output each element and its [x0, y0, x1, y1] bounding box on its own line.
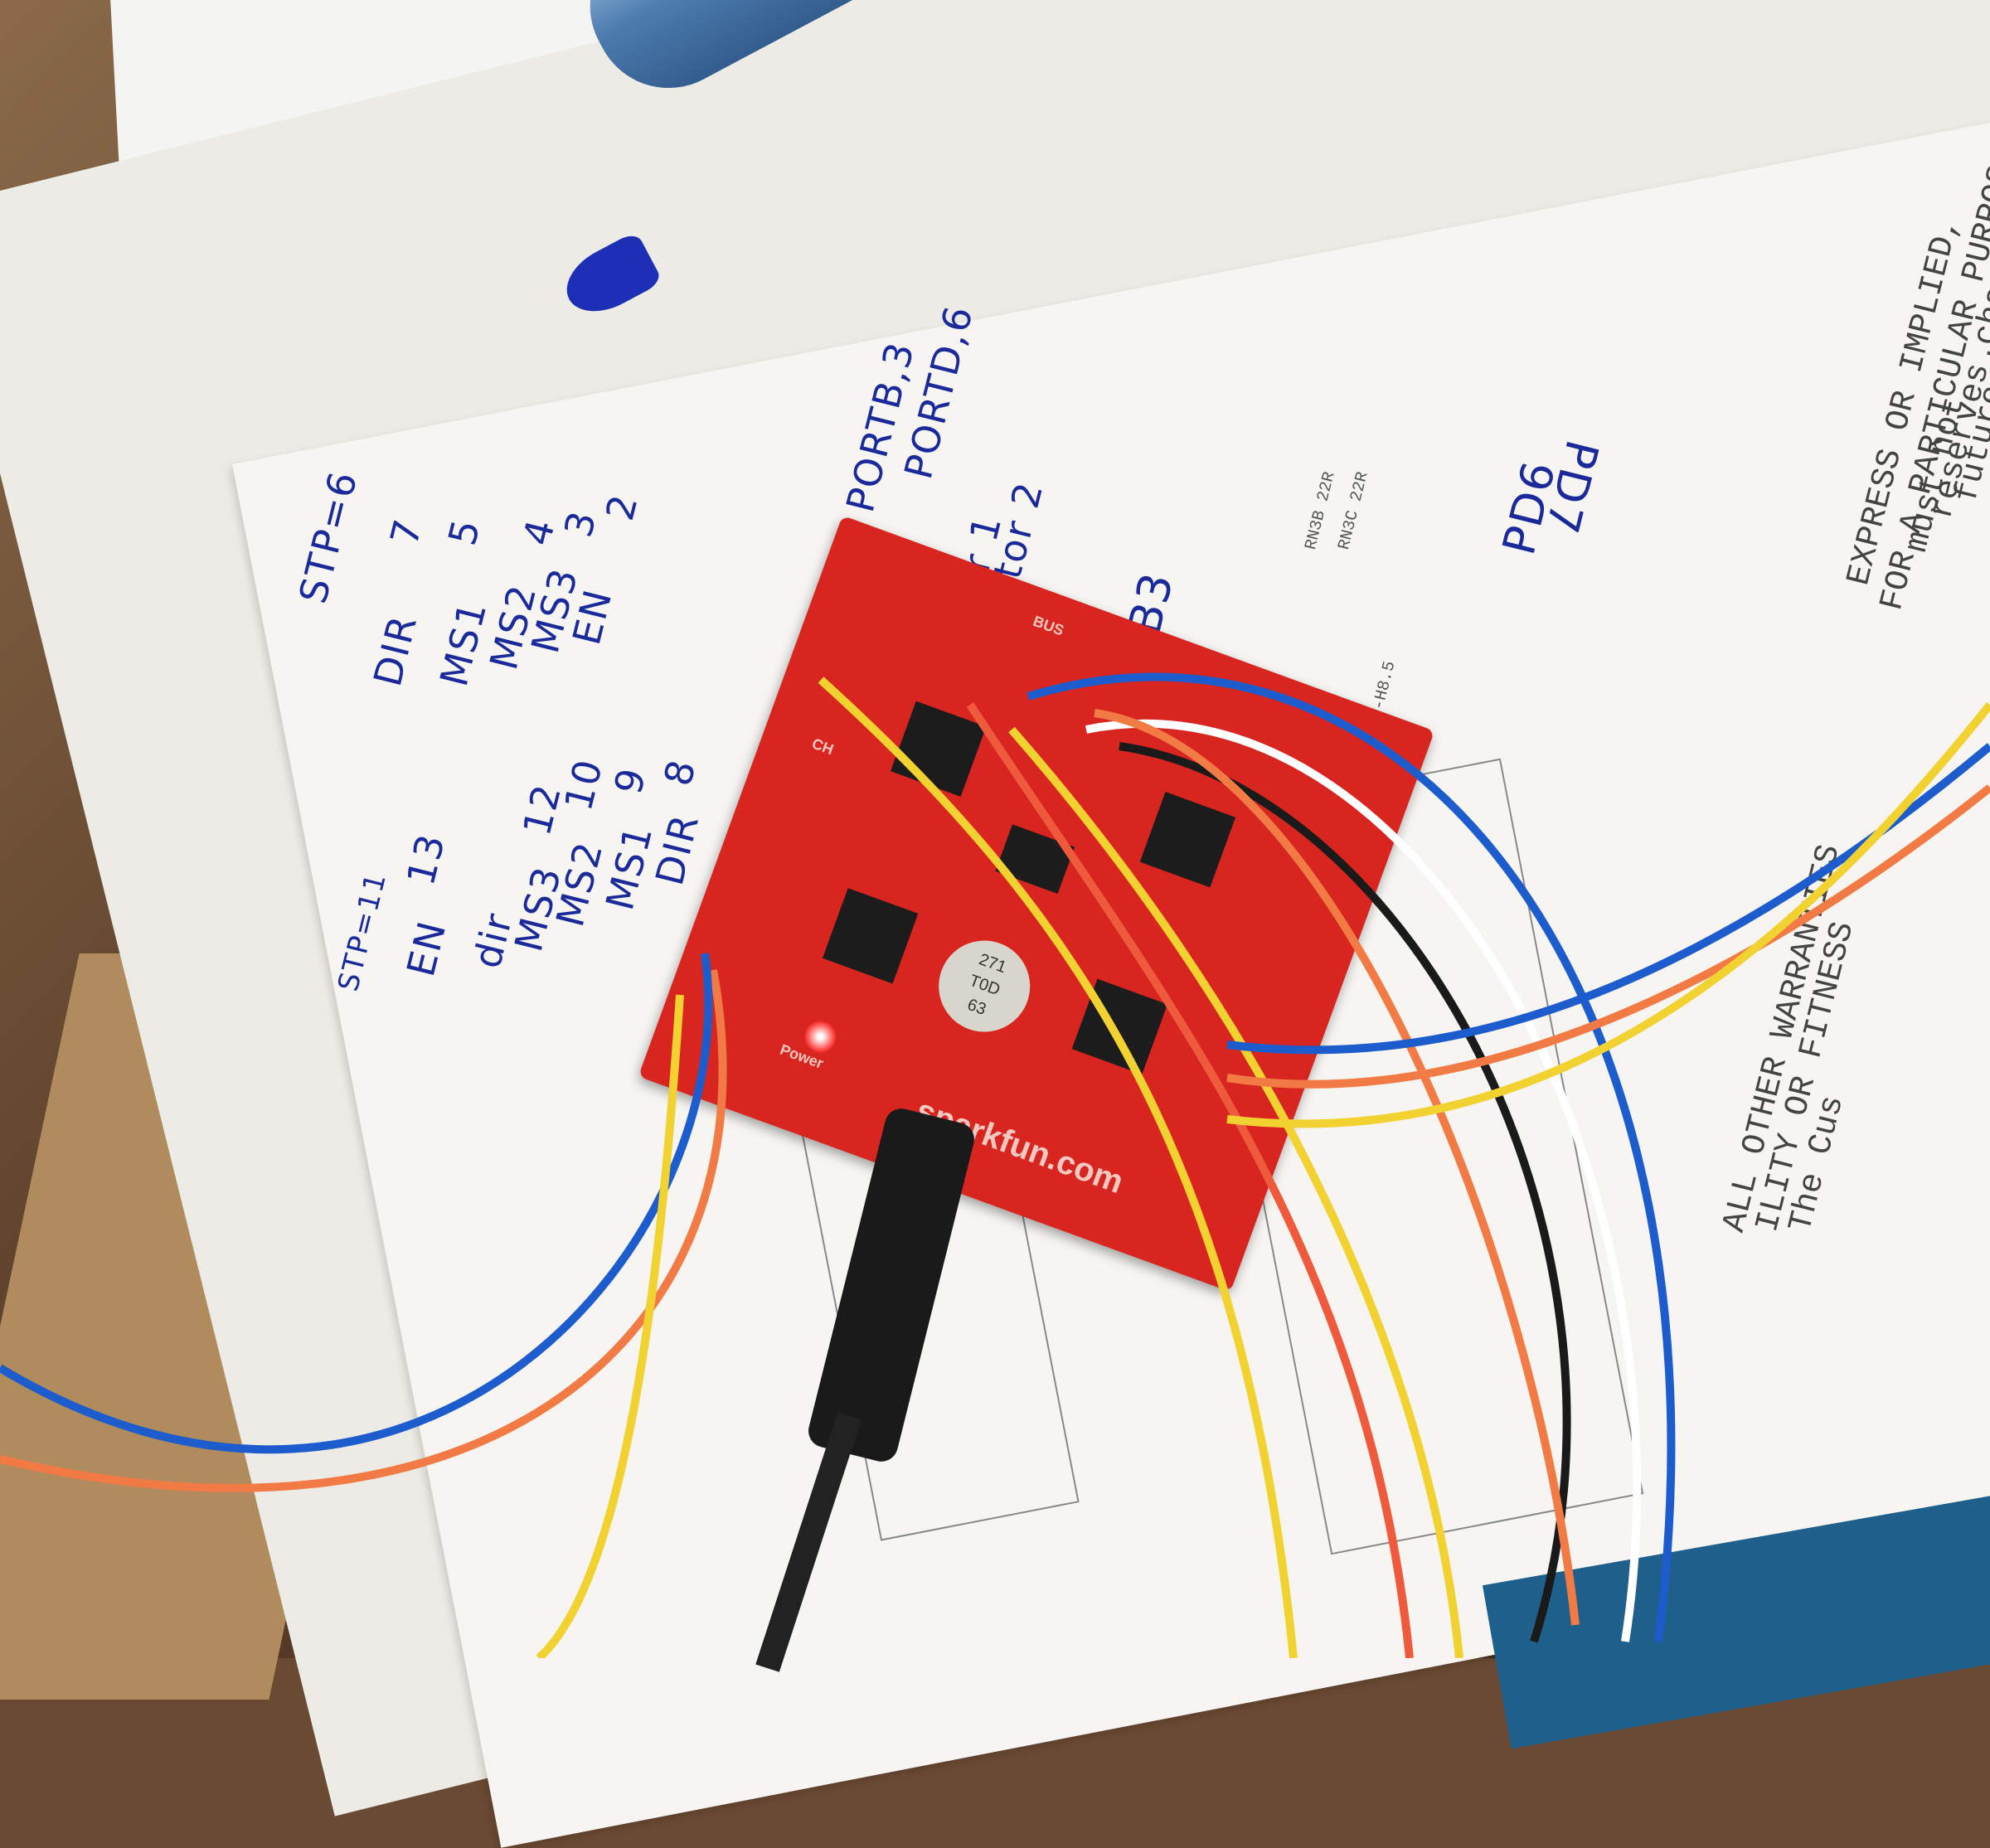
jumper-wires — [0, 672, 1990, 1658]
